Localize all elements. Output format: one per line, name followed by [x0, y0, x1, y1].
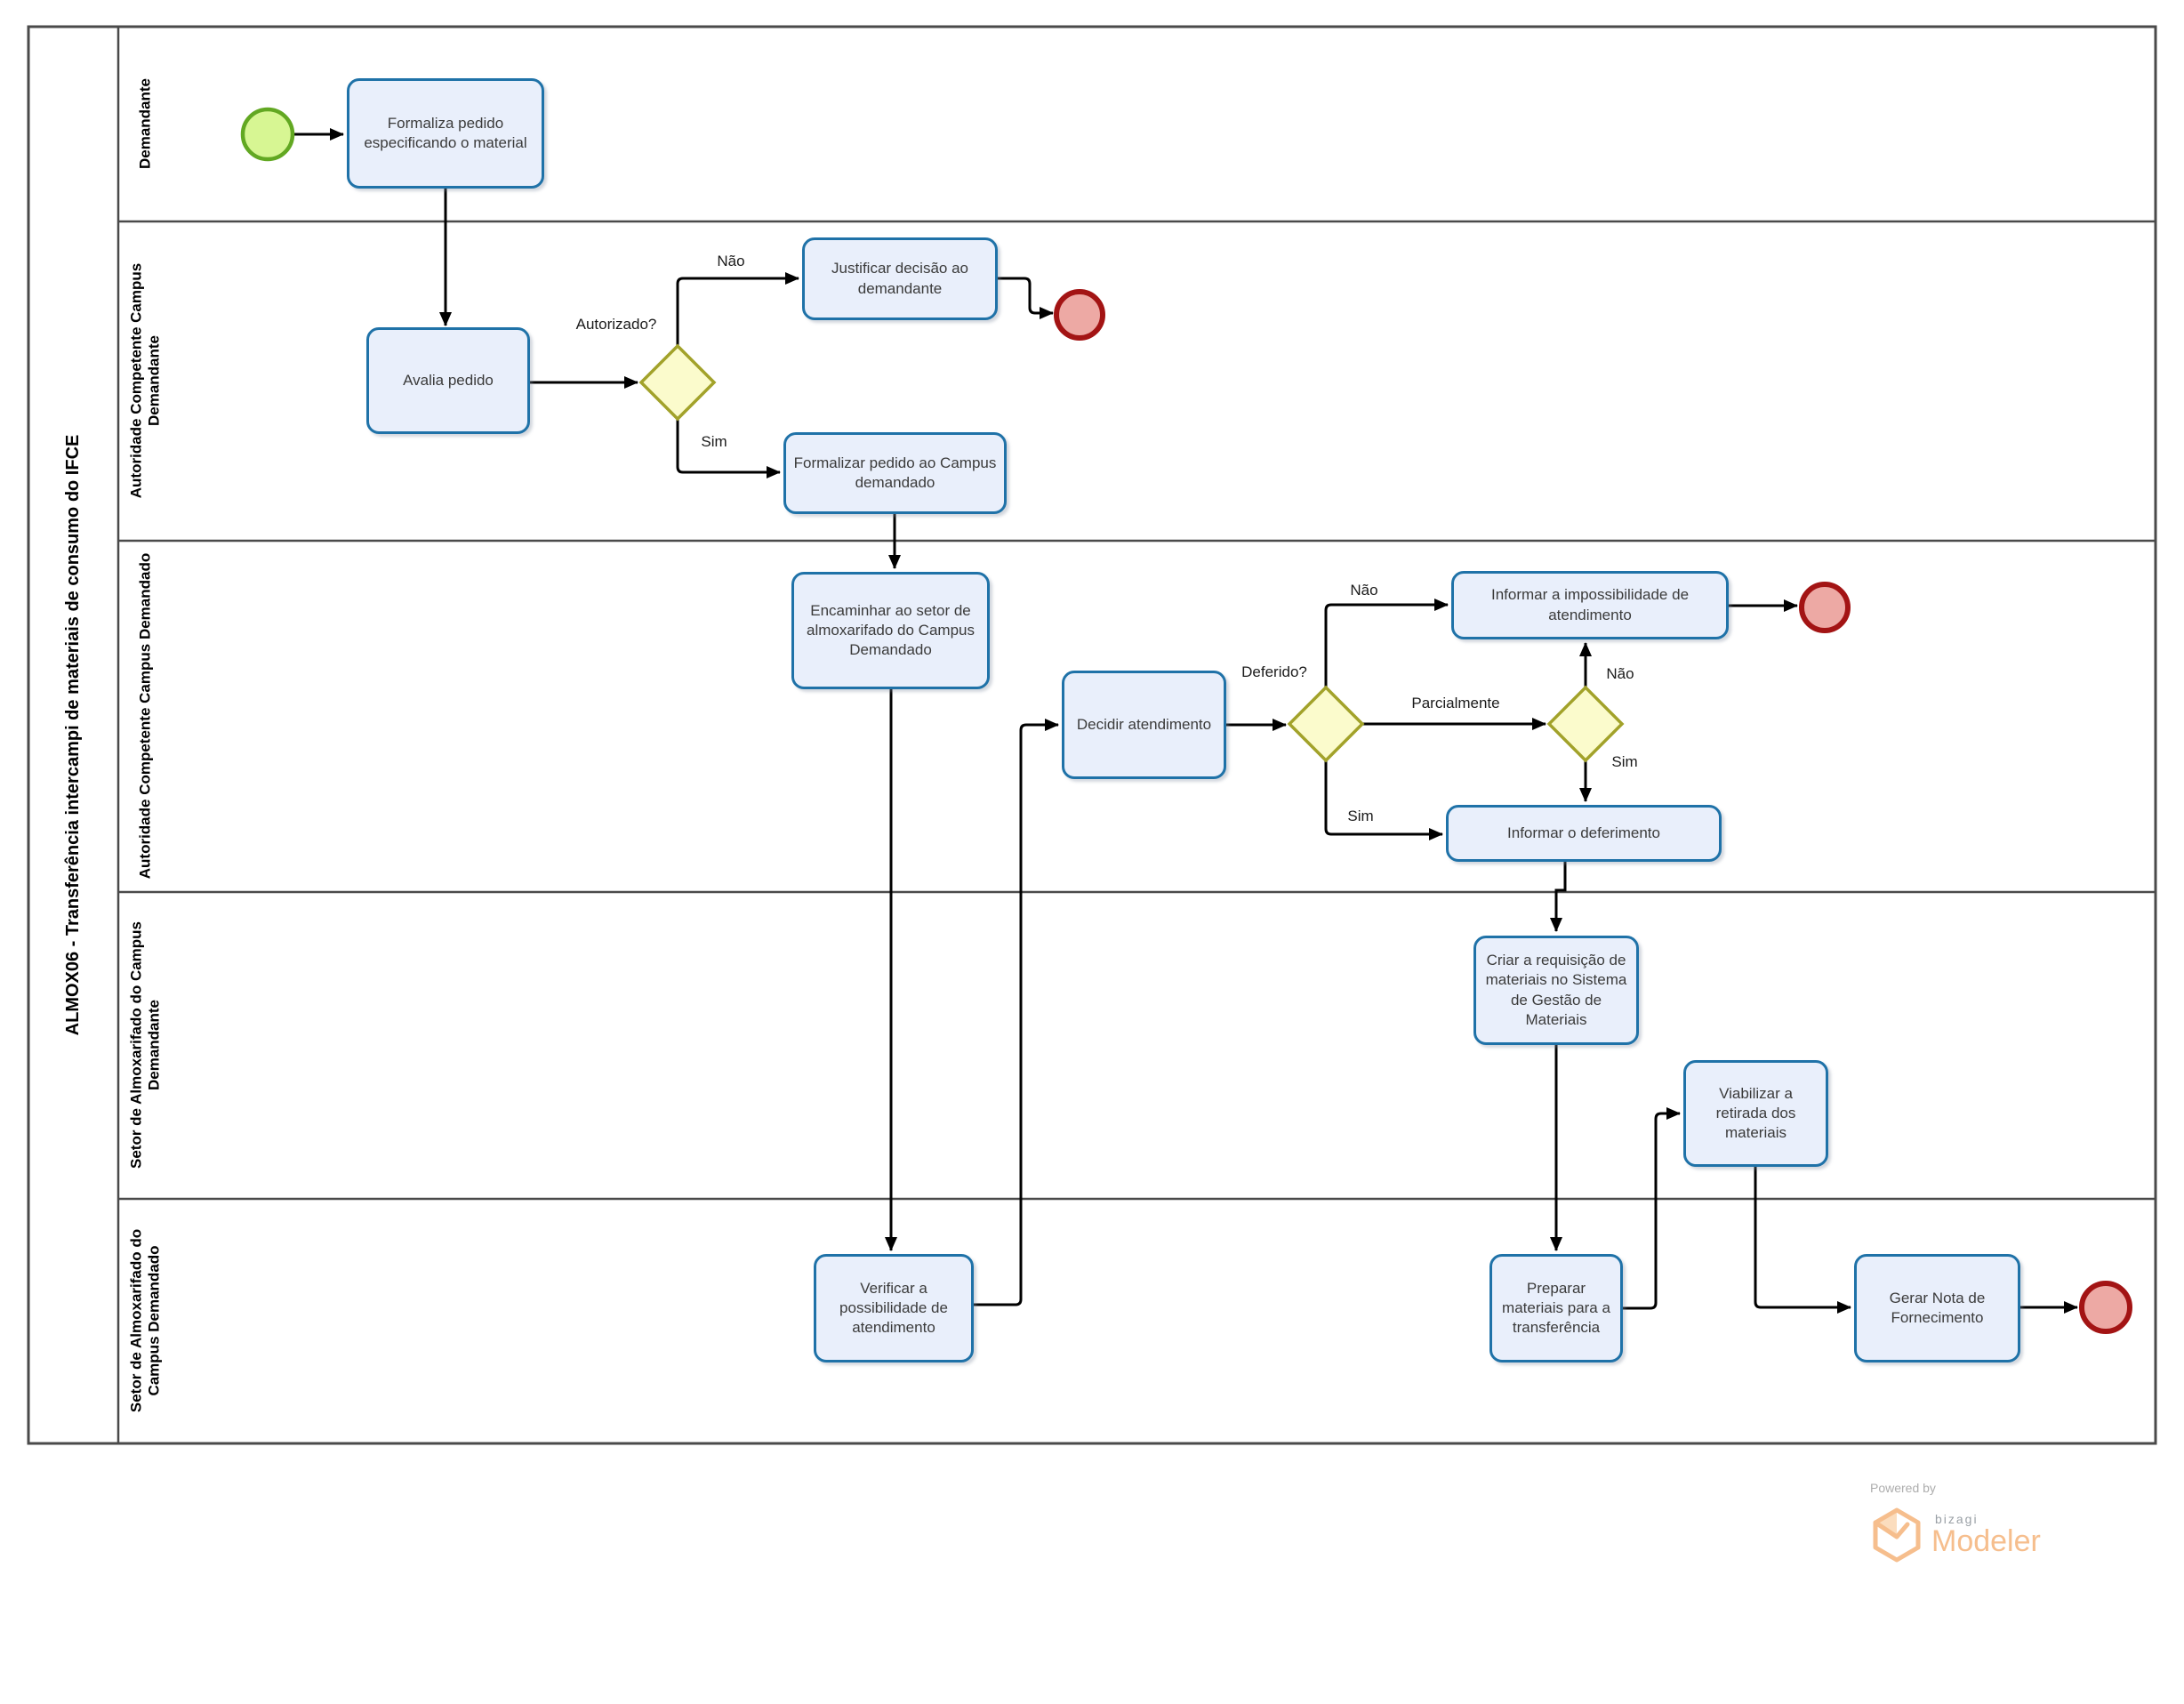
lane-label-demandante: Demandante	[136, 77, 154, 170]
label-deferido-nao: Não	[1350, 582, 1378, 599]
logo-flap	[1876, 1512, 1897, 1536]
task-formalizar-pedido[interactable]: Formalizar pedido ao Campus demandado	[783, 432, 1007, 514]
end-event-fornecimento[interactable]	[2079, 1281, 2132, 1334]
modeler-wordmark: Modeler	[1931, 1524, 2041, 1558]
lane-label-autoridade-demandado: Autoridade Competente Campus Demandado	[136, 552, 154, 880]
label-autorizado-nao: Não	[717, 253, 745, 269]
lane-label-autoridade-demandante: Autoridade Competente Campus Demandante	[127, 262, 163, 499]
bizagi-wordmark: bizagi	[1935, 1512, 1979, 1526]
label-deferido-parcialmente: Parcialmente	[1411, 695, 1500, 711]
flow-deferimento-criar	[1550, 862, 1567, 932]
flow-verificar-decidir	[974, 719, 1059, 1306]
task-encaminhar-setor[interactable]: Encaminhar ao setor de almoxarifado do C…	[791, 572, 990, 689]
lane-label-almoxarifado-demandante: Setor de Almoxarifado do Campus Demandan…	[127, 920, 163, 1169]
label-parcial-nao: Não	[1606, 665, 1634, 682]
gateway-deferido[interactable]	[1287, 685, 1365, 763]
flow-gwdef-nao-impossibilidade	[1324, 599, 1449, 687]
label-deferido-sim: Sim	[1347, 808, 1374, 824]
label-autorizado-sim: Sim	[701, 433, 727, 450]
task-decidir-atendimento[interactable]: Decidir atendimento	[1062, 671, 1226, 779]
label-deferido: Deferido?	[1241, 663, 1307, 680]
task-justificar-decisao[interactable]: Justificar decisão ao demandante	[802, 237, 998, 320]
task-viabilizar-retirada[interactable]: Viabilizar a retirada dos materiais	[1683, 1060, 1828, 1167]
task-informar-impossibilidade[interactable]: Informar a impossibilidade de atendiment…	[1451, 571, 1729, 639]
pool-title: ALMOX06 - Transferência intercampi de ma…	[63, 434, 83, 1036]
flow-gwdef-sim-deferimento	[1324, 760, 1443, 840]
label-autorizado: Autorizado?	[575, 316, 657, 333]
pool-border	[27, 25, 2157, 1445]
task-avalia-pedido[interactable]: Avalia pedido	[366, 327, 530, 434]
bizagi-logo-icon	[1873, 1507, 1921, 1563]
flow-preparar-viabilizar	[1623, 1107, 1681, 1310]
task-criar-requisicao[interactable]: Criar a requisição de materiais no Siste…	[1473, 936, 1639, 1045]
logo-fold-line	[1873, 1520, 1910, 1539]
label-parcial-sim: Sim	[1611, 753, 1638, 770]
task-formaliza-pedido[interactable]: Formaliza pedido especificando o materia…	[347, 78, 544, 189]
task-gerar-nota[interactable]: Gerar Nota de Fornecimento	[1854, 1254, 2020, 1362]
flow-viabilizar-gerar	[1754, 1167, 1851, 1314]
powered-by-text: Powered by	[1870, 1481, 1936, 1495]
task-preparar-materiais[interactable]: Preparar materiais para a transferência	[1489, 1254, 1623, 1362]
gateway-parcialmente[interactable]	[1546, 685, 1625, 763]
start-event[interactable]	[240, 107, 295, 162]
task-verificar-possibilidade[interactable]: Verificar a possibilidade de atendimento	[814, 1254, 974, 1362]
flow-gw-sim-formalizar	[676, 419, 781, 478]
flow-gw-nao-justificar	[676, 272, 799, 346]
end-event-justificar[interactable]	[1054, 289, 1105, 341]
end-event-impossibilidade[interactable]	[1799, 582, 1851, 633]
flow-justificar-end1	[998, 277, 1054, 319]
lane-label-almoxarifado-demandado: Setor de Almoxarifado do Campus Demandad…	[127, 1228, 163, 1413]
task-informar-deferimento[interactable]: Informar o deferimento	[1446, 805, 1722, 862]
sequence-flows	[294, 128, 2078, 1314]
gateway-autorizado[interactable]	[638, 343, 717, 422]
